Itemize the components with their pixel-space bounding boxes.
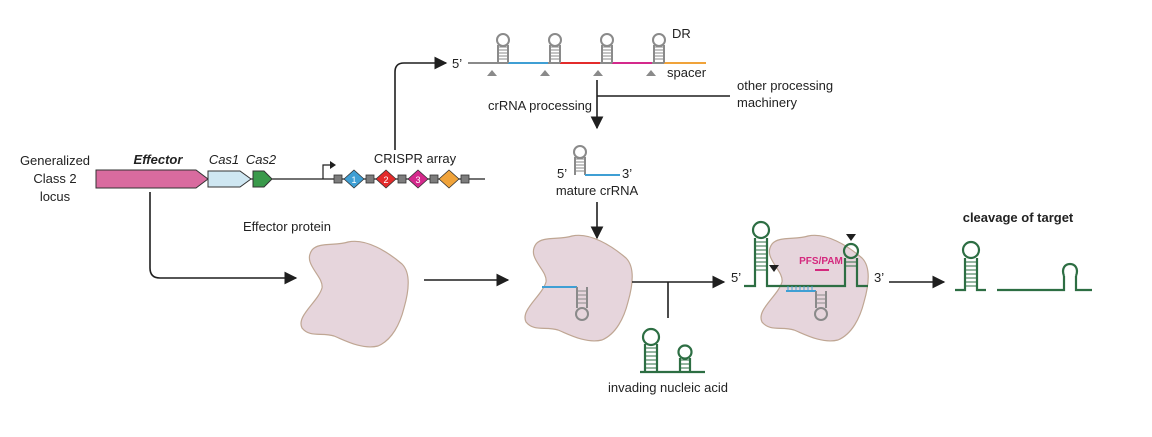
target-crrna-hairpin-bars: [817, 294, 825, 304]
crrna-effector-complex-blob: [524, 234, 633, 342]
repeat-box: [429, 174, 439, 184]
target-hairpin-small: [843, 258, 859, 268]
locus-title-line3: locus: [40, 189, 71, 204]
locus-title-line2: Class 2: [33, 171, 76, 186]
promoter-arrow-head: [330, 161, 336, 169]
other-machinery-label-line1: other processing: [737, 78, 833, 93]
complex-crrna-hairpin: [576, 287, 588, 308]
target-three-prime: 3’: [874, 270, 884, 285]
spacer-diamond-3: [407, 169, 429, 189]
cleaved-fragment-2: [997, 276, 1092, 292]
cleavage-label: cleavage of target: [963, 210, 1074, 225]
target-hairpin-large-loop: [751, 220, 771, 240]
spacer-diamond-2: [375, 169, 397, 189]
target-cleavage-marker-left: [769, 265, 779, 272]
invading-hairpin-large: [641, 327, 661, 374]
effector-protein-blob: [300, 240, 409, 348]
effector-gene: [95, 169, 209, 189]
other-machinery-label-line2: machinery: [737, 95, 797, 110]
crrna-processing-label: crRNA processing: [488, 98, 592, 113]
target-crrna-loop: [814, 307, 828, 321]
array-five-prime: 5’: [452, 56, 462, 71]
target-hairpin-large: [753, 238, 769, 276]
cas2-gene-label: Cas2: [246, 152, 277, 167]
mature-three-prime: 3’: [622, 166, 632, 181]
dr-label: DR: [672, 26, 691, 41]
spacer-number-2: 2: [383, 175, 388, 185]
crispr-array-label: CRISPR array: [374, 151, 457, 166]
target-cleavage-marker-right: [846, 234, 856, 241]
repeat-hairpin: [652, 33, 666, 64]
target-complex-blob: [760, 234, 869, 342]
cleaved-fragment-2-loop: [1061, 262, 1079, 277]
mature-crrna-label: mature crRNA: [556, 183, 639, 198]
target-crrna-pairing: [787, 286, 813, 291]
repeat-hairpin: [496, 33, 510, 64]
target-five-prime: 5’: [731, 270, 741, 285]
transcription-arrow: [394, 56, 448, 150]
spacer-diamond-4: [438, 169, 460, 189]
cas1-gene: [207, 170, 252, 188]
effector-gene-label: Effector: [134, 152, 184, 167]
target-strand: [744, 268, 868, 288]
cleaved-fragment-1-bars: [966, 261, 976, 287]
cleavage-site-marker: [540, 70, 550, 76]
repeat-hairpin: [600, 33, 614, 64]
spacer-number-3: 3: [415, 175, 420, 185]
complex-crrna-stem-bars: [578, 290, 586, 304]
promoter-arrow: [322, 164, 331, 179]
target-hairpin-small-loop: [842, 242, 860, 260]
effector-protein-label: Effector protein: [243, 219, 331, 234]
effector-to-protein-arrow: [149, 192, 298, 285]
mature-crrna-hairpin: [573, 145, 587, 176]
spacer-diamond-1: [343, 169, 365, 189]
cleaved-fragment-1-loop: [961, 240, 981, 260]
repeat-box: [333, 174, 343, 184]
cas1-gene-label: Cas1: [209, 152, 239, 167]
cleaved-fragment-1: [955, 258, 986, 292]
cleavage-site-marker: [646, 70, 656, 76]
spacer-number-1: 1: [351, 175, 356, 185]
cleavage-site-marker: [593, 70, 603, 76]
repeat-hairpin: [548, 33, 562, 64]
target-hairpin-large-bars: [756, 241, 766, 271]
cas2-gene: [252, 170, 273, 188]
invading-nucleic-acid-label: invading nucleic acid: [608, 380, 728, 395]
target-crrna-hairpin: [815, 291, 827, 308]
mature-five-prime: 5’: [557, 166, 567, 181]
pfs-pam-label: PFS/PAM: [799, 256, 843, 267]
repeat-box: [397, 174, 407, 184]
invading-hairpin-small: [677, 344, 693, 374]
target-hairpin-small-bars: [846, 261, 856, 267]
locus-title-line1: Generalized: [20, 153, 90, 168]
repeat-box: [460, 174, 470, 184]
spacer-label: spacer: [667, 65, 707, 80]
cleavage-site-marker: [487, 70, 497, 76]
repeat-box: [365, 174, 375, 184]
complex-crrna-loop: [575, 307, 589, 321]
